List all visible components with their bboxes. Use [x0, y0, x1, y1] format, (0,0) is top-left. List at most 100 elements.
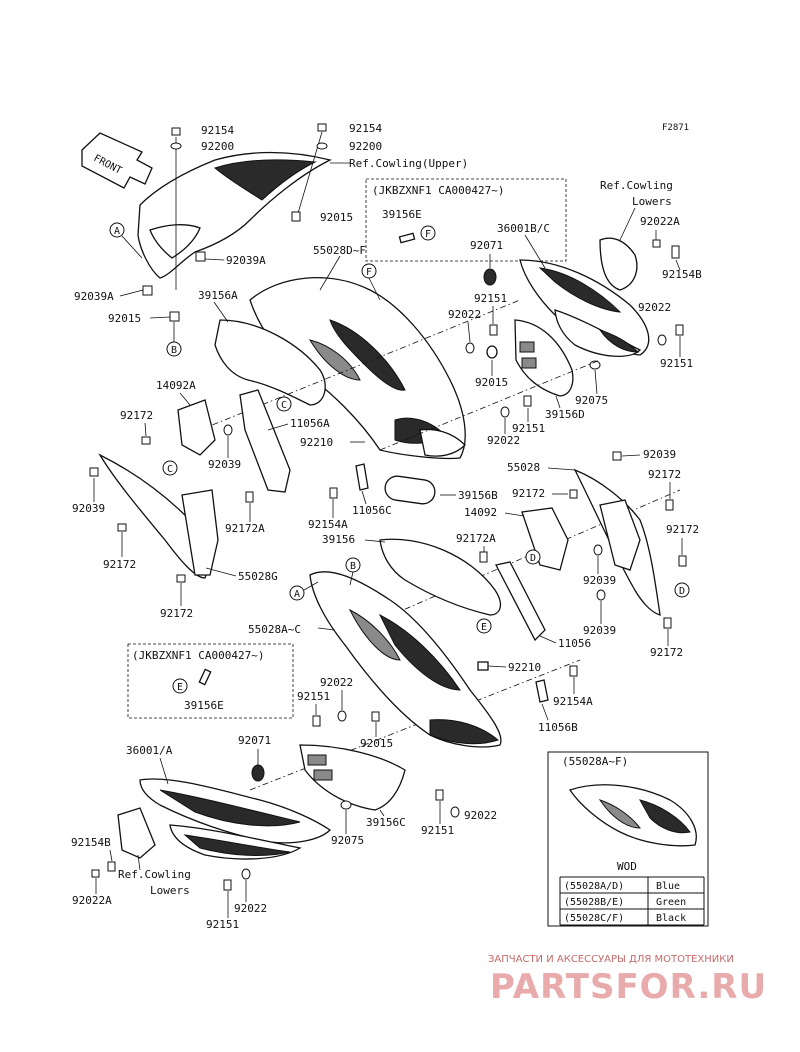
- axis-line: [379, 359, 601, 451]
- label-92172: 92172: [648, 468, 681, 481]
- side-panel-inner-part: [181, 489, 219, 576]
- bolt-icon: [663, 617, 672, 629]
- label-55028D-F: 55028D~F: [313, 244, 366, 257]
- bolt-icon: [171, 127, 181, 136]
- side-panel-inner-part: [599, 499, 641, 571]
- label-39156: 39156: [322, 533, 355, 546]
- label-92022A: 92022A: [640, 215, 680, 228]
- washer-icon: [316, 142, 328, 150]
- bolt-icon: [312, 715, 321, 727]
- svg-text:B: B: [350, 561, 356, 572]
- side-panel-55028G-part: [98, 453, 209, 579]
- bolt-icon: [523, 395, 532, 407]
- leader-line: [361, 490, 367, 505]
- clip-icon: [477, 661, 489, 671]
- nut-icon: [142, 285, 153, 296]
- label-92154: 92154: [201, 124, 234, 137]
- label-92154A: 92154A: [308, 518, 348, 531]
- bracket-11056B-part: [535, 679, 549, 703]
- color-table: (55028A/D) Blue (55028B/E) Green (55028C…: [559, 876, 705, 926]
- callout-b: B: [345, 557, 361, 573]
- watermark-logo: PARTSFOR.RU: [490, 967, 767, 1007]
- nut-icon: [169, 311, 180, 322]
- nut-icon: [91, 869, 100, 878]
- callout-e: E: [476, 618, 492, 634]
- bolt-icon: [176, 574, 186, 583]
- svg-text:E: E: [177, 682, 183, 693]
- lower-cowl-left-part: [309, 571, 502, 748]
- callout-b: B: [166, 341, 182, 357]
- svg-text:F: F: [425, 229, 431, 240]
- label-92172: 92172: [120, 409, 153, 422]
- grommet-icon: [596, 589, 606, 601]
- color-row-color: Green: [656, 897, 686, 908]
- callout-a: A: [109, 222, 125, 238]
- washer-icon: [337, 710, 347, 722]
- bracket-11056-part: [495, 561, 546, 642]
- leader-line: [368, 277, 381, 301]
- grommet-icon: [371, 711, 380, 722]
- label-39156B: 39156B: [458, 489, 498, 502]
- label-92172: 92172: [650, 646, 683, 659]
- callout-d: D: [674, 582, 690, 598]
- label-92200: 92200: [349, 140, 382, 153]
- label-11056: 11056: [558, 637, 591, 650]
- nut-icon: [107, 861, 116, 872]
- leader-line: [159, 757, 169, 785]
- bracket-11056C-part: [355, 463, 369, 491]
- cowling-lower-right-part: [519, 237, 650, 357]
- callout-c: C: [276, 396, 292, 412]
- callout-d: D: [525, 549, 541, 565]
- label-92071: 92071: [238, 734, 271, 747]
- color-row-part: (55028C/F): [564, 913, 624, 924]
- label-39156A: 39156A: [198, 289, 238, 302]
- label-92151: 92151: [297, 690, 330, 703]
- label-11056A: 11056A: [290, 417, 330, 430]
- leader-line: [119, 289, 144, 297]
- label-92022: 92022: [320, 676, 353, 689]
- label-11056C: 11056C: [352, 504, 392, 517]
- callout-e: E: [172, 678, 188, 694]
- pad-window: [519, 341, 535, 353]
- leader-line: [144, 422, 147, 437]
- label-39156C: 39156C: [366, 816, 406, 829]
- svg-text:D: D: [530, 553, 536, 564]
- grommet-icon: [89, 467, 99, 477]
- svg-text:B: B: [171, 345, 177, 356]
- label-92015: 92015: [475, 376, 508, 389]
- label-92022: 92022: [234, 902, 267, 915]
- label-11056B: 11056B: [538, 721, 578, 734]
- bolt-icon: [245, 491, 254, 503]
- label-39156D: 39156D: [545, 408, 585, 421]
- bolt-icon: [117, 523, 127, 532]
- svg-text:E: E: [481, 622, 487, 633]
- label-92154B: 92154B: [71, 836, 111, 849]
- washer-icon: [241, 868, 251, 880]
- leader-line: [317, 627, 336, 631]
- washer-icon: [450, 806, 460, 818]
- model-code-note: (JKBZXNF1 CA000427~): [132, 649, 264, 662]
- cowling-lower-left-part: [117, 778, 332, 860]
- grommet-icon: [223, 424, 233, 436]
- bracket-11056A-part: [239, 389, 291, 493]
- leader-line: [121, 235, 143, 259]
- inner-cover-14092A-part: [177, 399, 216, 456]
- label-92022A: 92022A: [72, 894, 112, 907]
- model-note-box: [365, 178, 567, 262]
- label-92151: 92151: [421, 824, 454, 837]
- label-92039A: 92039A: [226, 254, 266, 267]
- label-55028A-C: 55028A~C: [248, 623, 301, 636]
- leader-line: [621, 454, 641, 457]
- model-note-box: [127, 643, 294, 719]
- lower-cowl-right-part: [249, 277, 466, 460]
- leader-line: [547, 467, 576, 471]
- leader-line: [319, 255, 341, 291]
- grommet-icon: [486, 345, 498, 359]
- washer-icon: [657, 334, 667, 346]
- label-92039A: 92039A: [74, 290, 114, 303]
- callout-f: F: [361, 263, 377, 279]
- cowl-thumbnail: [568, 784, 697, 847]
- bolt-icon: [195, 251, 206, 262]
- bolt-icon: [435, 789, 444, 801]
- label-92172: 92172: [160, 607, 193, 620]
